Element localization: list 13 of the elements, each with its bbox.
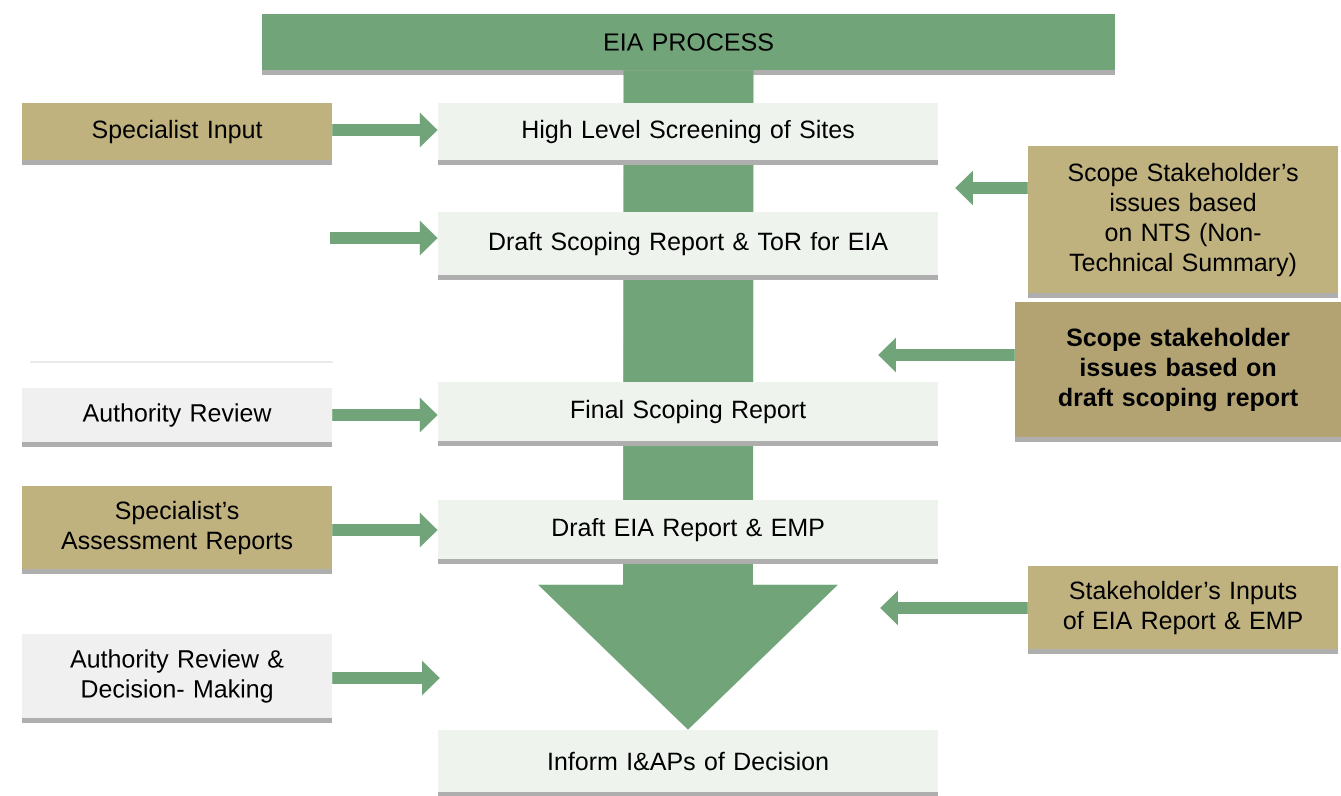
step-box: Final Scoping Report (438, 382, 938, 446)
input-box: Specialist’s Assessment Reports (22, 486, 332, 574)
input-box: Authority Review (22, 388, 332, 447)
step-box: Inform I&APs of Decision (438, 730, 938, 796)
input-box: Specialist Input (22, 103, 332, 165)
input-box: Stakeholder’s Inputs of EIA Report & EMP (1028, 566, 1338, 654)
step-box: Draft EIA Report & EMP (438, 500, 938, 564)
input-box: Authority Review & Decision- Making (22, 634, 332, 723)
title-bar: EIA PROCESS (262, 14, 1115, 75)
step-box: Draft Scoping Report & ToR for EIA (438, 212, 938, 280)
step-box: High Level Screening of Sites (438, 103, 938, 165)
input-box: Scope Stakeholder’s issues based on NTS (Non-Technical Summary) (1028, 146, 1338, 298)
input-box: Scope stakeholder issues based on draft scoping report (1015, 302, 1341, 442)
